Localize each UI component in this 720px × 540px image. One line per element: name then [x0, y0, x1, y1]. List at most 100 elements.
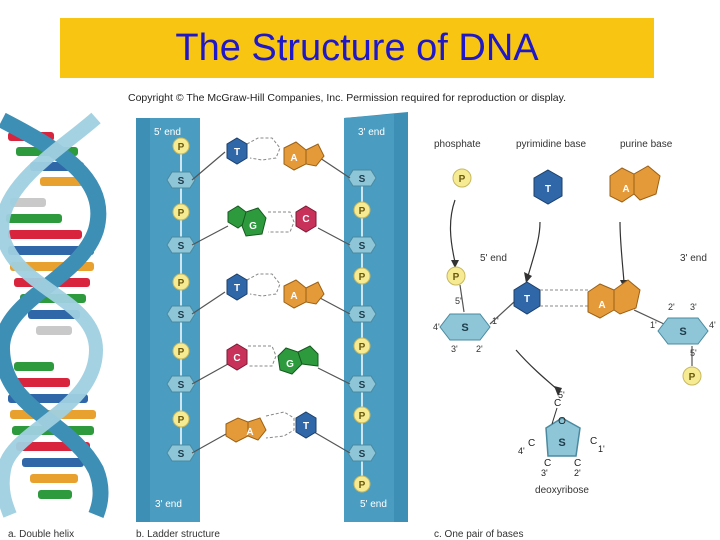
base-pair-5: A T — [191, 411, 351, 454]
phosphate-letter: P — [689, 372, 696, 383]
caption-b: b. Ladder structure — [136, 529, 220, 540]
prime-label: 2' — [476, 344, 483, 354]
sugar-letter: S — [359, 310, 366, 321]
prime-label: 2' — [574, 468, 581, 478]
prime-label: 4' — [518, 446, 525, 456]
ring-carbon: C — [544, 458, 551, 469]
sugar-letter: S — [359, 174, 366, 185]
phosphate-node — [353, 406, 371, 424]
base-letter: T — [545, 184, 551, 195]
base-letter: C — [233, 353, 240, 364]
ladder-right-top-label: 3' end — [358, 127, 385, 138]
sugar-node — [166, 236, 196, 254]
deoxyribose-label: deoxyribose — [535, 485, 589, 496]
phosphate-letter: P — [359, 411, 366, 422]
base-letter: A — [290, 153, 297, 164]
prime-label: 1' — [492, 316, 499, 326]
base-letter: A — [622, 184, 629, 195]
base-letter: A — [290, 291, 297, 302]
caption-c: c. One pair of bases — [434, 529, 524, 540]
sugar-node — [166, 305, 196, 323]
base-letter: C — [302, 214, 309, 225]
ladder-structure: 5' end 3' end 3' end 5' end P P P P P S … — [136, 112, 408, 522]
ring-carbon: C — [590, 436, 597, 447]
prime-label: 1' — [598, 444, 605, 454]
sugar-letter: S — [679, 326, 686, 338]
pair-left-end: 5' end — [480, 253, 507, 264]
prime-label: 5' — [558, 390, 565, 400]
phosphate-node — [172, 342, 190, 360]
sugar-letter: S — [461, 322, 468, 334]
phosphate-letter: P — [359, 272, 366, 283]
sugar-letter: S — [178, 380, 185, 391]
ring-carbon: C — [554, 398, 561, 409]
sugar-letter: S — [178, 176, 185, 187]
sugar-letter: S — [359, 380, 366, 391]
phosphate-node — [172, 410, 190, 428]
base-letter: T — [234, 283, 240, 294]
left-sugars: S S S S S — [166, 171, 196, 462]
thymine-base — [295, 411, 317, 439]
phosphate-letter: P — [178, 347, 185, 358]
sugar-letter: S — [359, 241, 366, 252]
ring-carbon: C — [528, 438, 535, 449]
sugar-node — [347, 236, 377, 254]
sugar-right — [657, 317, 709, 345]
prime-label: 2' — [668, 302, 675, 312]
prime-label: 1' — [650, 320, 657, 330]
pyrimidine-example — [533, 169, 563, 205]
sugar-node — [347, 444, 377, 462]
prime-label: 3' — [690, 302, 697, 312]
sugar-node — [166, 375, 196, 393]
pyrimidine-label: pyrimidine base — [516, 139, 586, 150]
right-sugars: S S S S S — [347, 169, 377, 462]
phosphate-letter: P — [178, 208, 185, 219]
purine-label: purine base — [620, 139, 673, 150]
phosphate-letter: P — [178, 278, 185, 289]
phosphate-letter: P — [359, 206, 366, 217]
sugar-letter: S — [178, 310, 185, 321]
ladder-right-bottom-label: 5' end — [360, 499, 387, 510]
prime-label: 5' — [690, 348, 697, 358]
sugar-node — [347, 305, 377, 323]
base-letter: A — [598, 300, 605, 311]
phosphate-node — [353, 201, 371, 219]
prime-label: 3' — [541, 468, 548, 478]
phosphate-letter: P — [453, 272, 460, 283]
phosphate-letter: P — [178, 142, 185, 153]
phosphate-letter: P — [359, 342, 366, 353]
phosphate-node — [172, 137, 190, 155]
sugar-letter: S — [558, 437, 565, 449]
phosphate-node — [353, 475, 371, 493]
ladder-left-top-label: 5' end — [154, 127, 181, 138]
base-letter: T — [303, 421, 309, 432]
helix-strand-front — [0, 112, 109, 518]
base-pair-3: T A — [191, 273, 351, 315]
ring-carbon: C — [574, 458, 581, 469]
phosphate-example — [452, 168, 472, 188]
page-title: The Structure of DNA — [175, 26, 539, 69]
base-letter: T — [234, 147, 240, 158]
base-letter: G — [286, 359, 294, 370]
phosphate-node — [353, 267, 371, 285]
copyright-notice: Copyright © The McGraw-Hill Companies, I… — [128, 92, 567, 104]
right-phosphates: P P P P P — [353, 201, 371, 493]
phosphate-letter: P — [459, 174, 466, 185]
base-letter: G — [249, 221, 257, 232]
pair-right-end: 3' end — [680, 253, 707, 264]
cytosine-base — [295, 205, 317, 233]
sugar-node — [347, 169, 377, 187]
prime-label: 4' — [433, 322, 440, 332]
adenine-base — [247, 417, 267, 441]
sugar-node — [347, 375, 377, 393]
phosphate-letter: P — [178, 415, 185, 426]
base-letter: T — [524, 294, 530, 305]
helix-strand-back — [0, 112, 104, 518]
prime-label: 3' — [451, 344, 458, 354]
thymine-base — [226, 137, 248, 165]
guanine-base — [241, 207, 267, 237]
base-pair-2: G C — [191, 205, 351, 246]
base-pair-1: T A — [191, 137, 351, 181]
base-letter: A — [246, 427, 253, 438]
deoxyribose-ring: S O C 5' C 4' C 1' C 3' C 2' — [518, 390, 605, 478]
